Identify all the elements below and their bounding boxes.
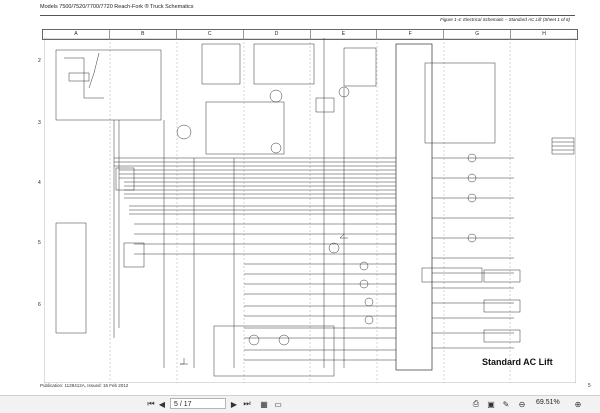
viewer-toolbar: ⏮ ◀ 5 / 17 ▶ ⏭ ▦ ▭ ⎙ ▣ ✎ ⊖ 69.51% ⊕ [0,395,600,413]
next-page-icon[interactable]: ▶ [230,399,238,409]
last-page-icon[interactable]: ⏭ [243,399,251,408]
row-label: 3 [38,120,41,126]
diagram-title-standard-ac-lift: Standard AC Lift [482,357,553,367]
row-label: 5 [38,240,41,246]
prev-page-icon[interactable]: ◀ [158,399,166,409]
row-label: 2 [38,58,41,64]
electrical-schematic-drawing [44,38,576,383]
zoom-in-icon[interactable]: ⊕ [574,399,582,409]
column-label: F [377,30,445,39]
figure-caption: Figure 1-4: Electrical Schematic – Stand… [440,17,570,22]
page-indicator-input[interactable]: 5 / 17 [170,398,226,409]
annotate-icon[interactable]: ✎ [502,399,510,409]
page-layout-icon[interactable]: ▭ [274,399,282,409]
zoom-out-icon[interactable]: ⊖ [518,399,526,409]
document-page: Models 7500/7520/7700/7720 Reach-Fork ® … [38,4,591,389]
column-label: C [177,30,244,39]
row-grid-labels: 2 3 4 5 6 [38,40,44,385]
header-title: Models 7500/7520/7700/7720 Reach-Fork ® … [40,4,194,10]
thumbnails-icon[interactable]: ▦ [260,399,268,409]
column-label: B [110,30,177,39]
row-label: 6 [38,302,41,308]
column-label: E [311,30,378,39]
row-label: 4 [38,180,41,186]
header-rule [40,15,575,16]
column-label: D [244,30,311,39]
save-icon[interactable]: ▣ [487,399,495,409]
print-icon[interactable]: ⎙ [472,399,480,408]
column-label: A [43,30,110,39]
first-page-icon[interactable]: ⏮ [147,399,155,408]
column-label: G [444,30,512,39]
column-label: H [542,31,546,37]
publication-info: Publication: 1138412A, Issued: 15 Feb 20… [40,383,129,388]
zoom-level[interactable]: 69.51% [536,399,560,406]
page-number: 5 [588,383,591,389]
